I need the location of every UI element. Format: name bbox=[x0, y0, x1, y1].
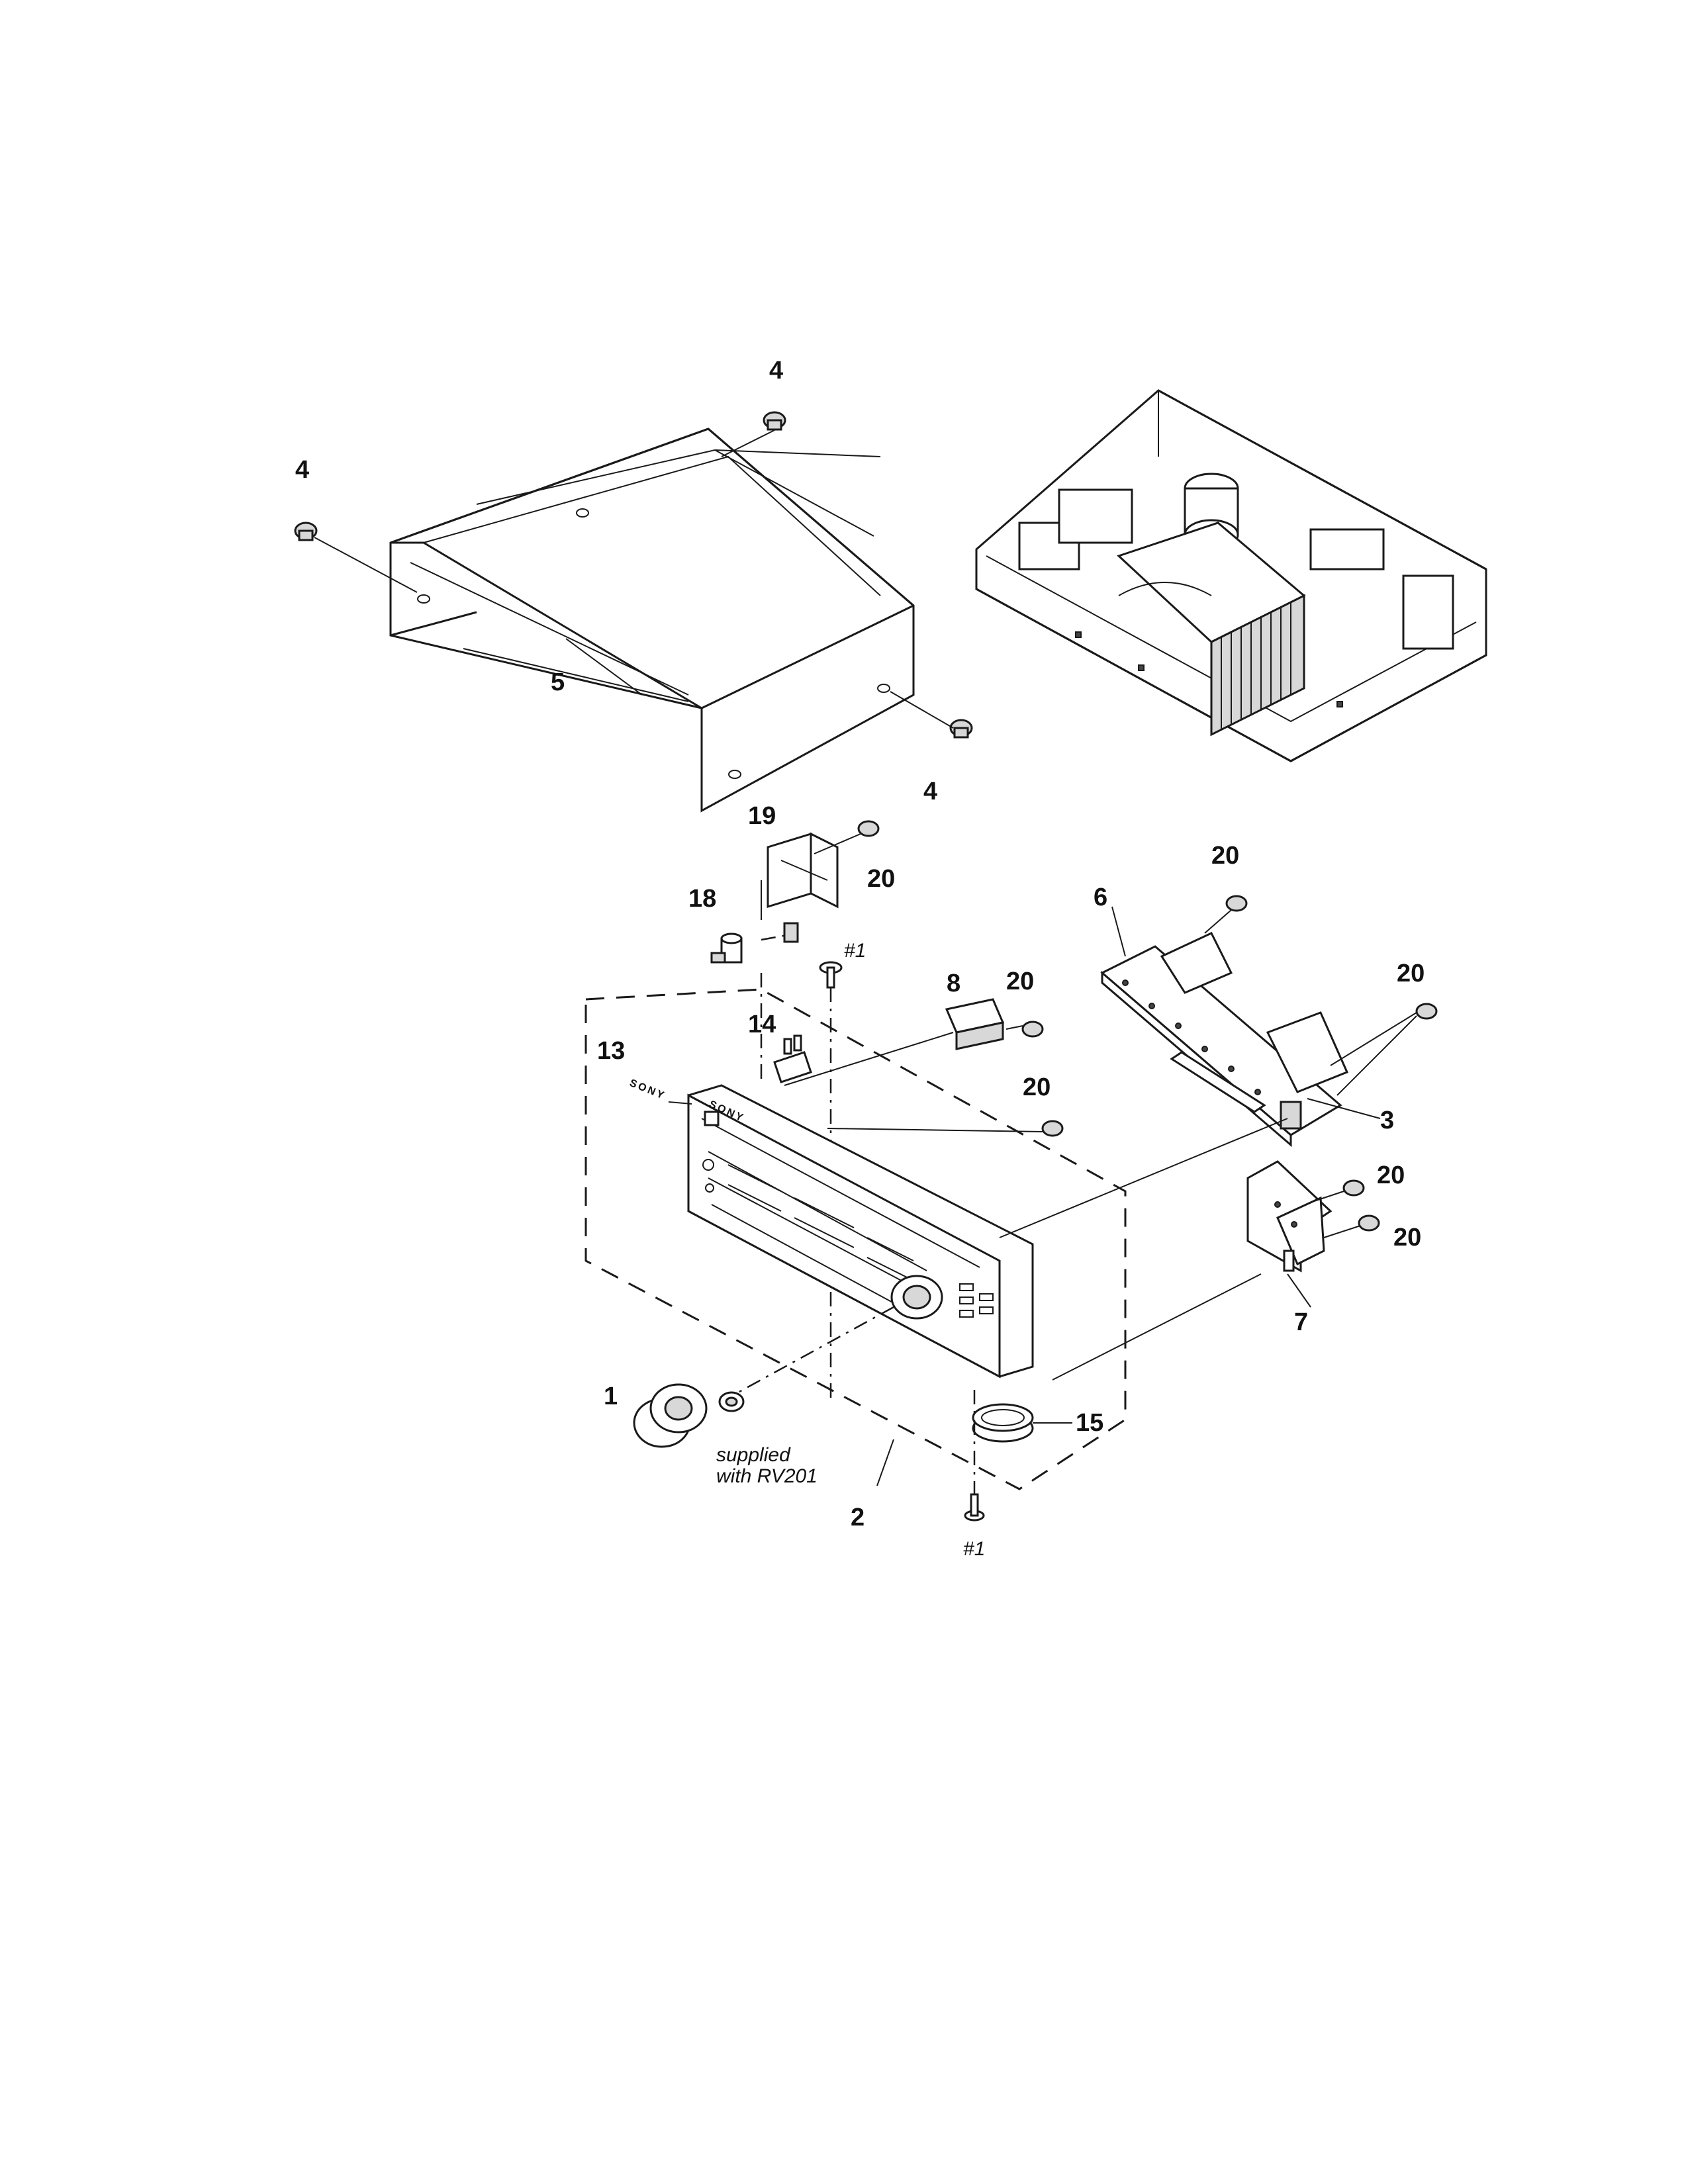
supplied-note-line2: with RV201 bbox=[716, 1465, 818, 1487]
board-7 bbox=[1246, 1160, 1333, 1273]
callout-3: 3 bbox=[1380, 1107, 1394, 1134]
supplied-note-line1: supplied bbox=[716, 1444, 791, 1466]
knob-18 bbox=[710, 933, 792, 964]
callout-7: 7 bbox=[1294, 1308, 1308, 1336]
callout-screw-1-top: #1 bbox=[844, 940, 866, 962]
screw-20-board6-top bbox=[1204, 895, 1248, 934]
callout-4-top: 4 bbox=[769, 357, 783, 385]
callout-8: 8 bbox=[947, 970, 960, 997]
callout-20-board6-right: 20 bbox=[1397, 960, 1425, 987]
callout-20-board7-upper: 20 bbox=[1377, 1161, 1405, 1189]
volume-knob-1 bbox=[633, 1383, 708, 1448]
screw-1-bottom bbox=[964, 1390, 985, 1522]
callout-1: 1 bbox=[604, 1383, 618, 1410]
screw-1-top bbox=[819, 961, 843, 1403]
callout-20-block8: 20 bbox=[1006, 968, 1034, 995]
screw-20-board7-lower bbox=[1323, 1214, 1380, 1238]
front-panel-2: SONY bbox=[585, 988, 1127, 1490]
screw-20-block8 bbox=[1021, 1021, 1044, 1038]
callout-6: 6 bbox=[1094, 884, 1107, 911]
top-cover-part bbox=[389, 428, 915, 813]
callout-18: 18 bbox=[688, 885, 716, 913]
nut-supplied-rv201 bbox=[718, 1391, 745, 1412]
callout-5: 5 bbox=[551, 668, 565, 696]
emblem-13: SONY bbox=[628, 1077, 692, 1105]
callout-20-bracket: 20 bbox=[867, 865, 895, 893]
screw-4-right bbox=[890, 691, 973, 739]
chassis-assembly bbox=[975, 389, 1487, 762]
clip-14 bbox=[760, 973, 812, 1085]
callout-4-right: 4 bbox=[923, 778, 937, 805]
callout-20-board6-top: 20 bbox=[1211, 842, 1239, 870]
screw-4-top bbox=[721, 411, 786, 457]
screw-20-board6-right bbox=[1330, 1003, 1438, 1096]
switch-block-8 bbox=[945, 998, 1023, 1050]
callout-2: 2 bbox=[851, 1504, 865, 1531]
callout-leaders bbox=[565, 638, 1381, 1486]
bracket-board-19 bbox=[761, 832, 839, 943]
callout-19: 19 bbox=[748, 802, 776, 830]
screw-20-bracket bbox=[814, 820, 880, 854]
board-6 bbox=[1100, 932, 1349, 1148]
callout-4-left: 4 bbox=[295, 456, 309, 484]
screw-20-front-right bbox=[1041, 1120, 1064, 1137]
ring-15 bbox=[972, 1403, 1072, 1443]
callout-13: 13 bbox=[597, 1037, 625, 1065]
callout-14: 14 bbox=[748, 1011, 776, 1038]
callout-screw-1-bottom: #1 bbox=[963, 1538, 985, 1560]
callout-20-front: 20 bbox=[1023, 1073, 1051, 1101]
callout-20-board7-lower: 20 bbox=[1393, 1224, 1421, 1251]
callout-15: 15 bbox=[1076, 1409, 1103, 1437]
screw-20-board7-upper bbox=[1313, 1179, 1365, 1202]
assembly-leader-lines bbox=[724, 1032, 1288, 1401]
svg-text:SONY: SONY bbox=[628, 1077, 668, 1102]
screw-4-left bbox=[294, 522, 418, 593]
